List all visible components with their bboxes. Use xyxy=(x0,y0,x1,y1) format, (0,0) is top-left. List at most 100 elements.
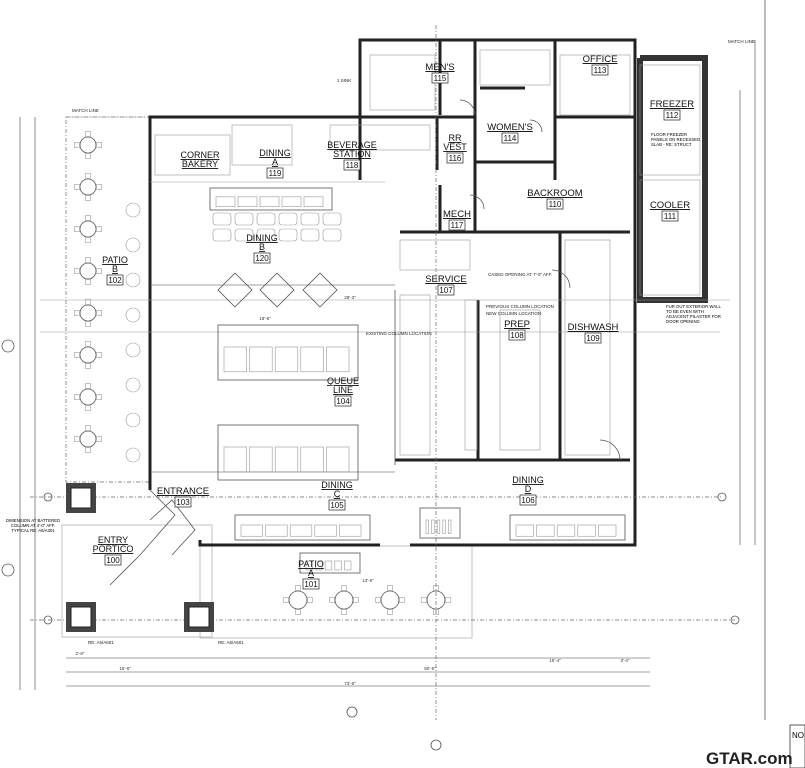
chair xyxy=(85,131,91,137)
room-name: DISHWASH xyxy=(568,322,619,333)
entrance-vestibule-inner xyxy=(149,499,196,556)
door-swing xyxy=(551,269,571,289)
seat xyxy=(344,560,352,571)
column-core xyxy=(188,606,210,628)
seat xyxy=(556,524,576,537)
room-number-box xyxy=(253,252,271,264)
chair xyxy=(74,142,80,148)
chair xyxy=(85,447,91,453)
seat xyxy=(223,446,247,473)
chair xyxy=(85,237,91,243)
table xyxy=(79,430,97,448)
seat xyxy=(303,196,324,208)
chair xyxy=(85,215,91,221)
dimension-lines xyxy=(19,40,756,690)
chair xyxy=(96,436,102,442)
room-number: 106 xyxy=(521,496,535,505)
seat xyxy=(442,519,446,534)
corner-note: NO xyxy=(792,731,804,740)
dim-right-segment: 50'-5" xyxy=(424,666,436,671)
dim-queue-width: 18'-6" xyxy=(259,316,271,321)
note-re-1: RE: A5/A501 xyxy=(88,640,114,645)
grid-bubble xyxy=(43,615,53,625)
room-number: 100 xyxy=(106,556,120,565)
room-number-box xyxy=(584,332,602,344)
chair xyxy=(387,609,393,615)
chair xyxy=(433,585,439,591)
seat xyxy=(515,524,534,537)
grid-bubble xyxy=(730,615,740,625)
watermark: GTAR.com xyxy=(706,749,793,768)
note-sink: 1 SINK xyxy=(337,78,351,83)
column-core xyxy=(70,606,92,628)
chair xyxy=(329,597,335,603)
chair xyxy=(212,212,232,226)
seat xyxy=(300,346,324,373)
dim-patio-a-width: 13'-6" xyxy=(362,578,374,583)
room-number: 110 xyxy=(549,200,562,209)
seat xyxy=(431,519,435,534)
table xyxy=(125,447,141,463)
grid-bubble xyxy=(43,492,53,502)
seat xyxy=(274,446,299,473)
chair xyxy=(96,226,102,232)
room-number: 103 xyxy=(176,498,190,507)
room-number-box xyxy=(302,578,320,590)
chair xyxy=(96,184,102,190)
dim-left-segment: 16'-8" xyxy=(119,666,131,671)
chair xyxy=(85,363,91,369)
chair xyxy=(85,173,91,179)
room-number-box xyxy=(508,329,526,341)
seat xyxy=(324,560,333,571)
chair xyxy=(278,228,298,242)
chair xyxy=(300,212,320,226)
room-name: MECH xyxy=(443,209,471,220)
room-name: WOMEN'S xyxy=(487,122,533,133)
room-number-box xyxy=(591,64,609,76)
note-cased-opening: CASED OPENING AT 7'-0" AFF. xyxy=(488,272,552,277)
columns xyxy=(66,483,214,632)
seat xyxy=(334,560,342,571)
seat xyxy=(240,524,263,537)
chair xyxy=(212,228,232,242)
grid-bubble xyxy=(430,739,442,751)
table xyxy=(380,590,400,610)
chair xyxy=(85,257,91,263)
table xyxy=(125,377,141,393)
room-number: 105 xyxy=(330,501,344,510)
seat xyxy=(339,524,362,537)
chair xyxy=(74,226,80,232)
patio-b-boundary xyxy=(65,116,151,483)
equipment xyxy=(399,239,471,271)
table xyxy=(79,388,97,406)
booth xyxy=(509,514,626,541)
room-number: 119 xyxy=(269,169,282,178)
room-name: FREEZER xyxy=(650,99,694,110)
chair xyxy=(74,352,80,358)
chair xyxy=(283,597,289,603)
furniture xyxy=(74,49,701,615)
note-freezer-floor: FLOOR FREEZER PANELS ON RECESSED SLAB - … xyxy=(651,132,701,147)
note-match-line: MATCH LINE xyxy=(728,39,755,44)
equipment xyxy=(639,64,701,176)
chair xyxy=(74,394,80,400)
room-number-box xyxy=(334,395,352,407)
room-number: 115 xyxy=(434,74,447,83)
note-existing-column: EXISTING COLUMN LOCATION xyxy=(366,331,432,336)
seat xyxy=(281,196,302,208)
table xyxy=(217,272,253,308)
table xyxy=(79,136,97,154)
